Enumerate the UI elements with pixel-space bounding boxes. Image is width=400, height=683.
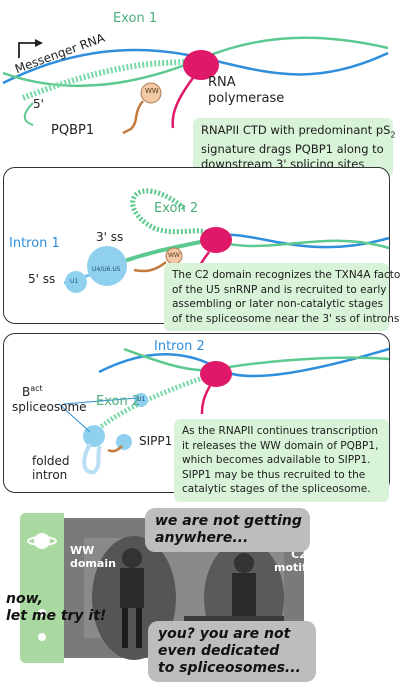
transcription-start-arrow [18,42,35,58]
note3-line2: it releases the WW domain of PQBP1, [182,439,379,452]
u1-snrnp [134,393,148,407]
bubble-bottom-line3: to spliceosomes... [158,660,301,676]
arrow-head [35,39,43,47]
pqbp1-label: PQBP1 [51,123,95,138]
exon2-strand [90,373,210,436]
bubble-left-line1: now, [6,591,43,607]
folded-intron-label-2: intron [32,468,68,482]
panel-c2-recognition: Exon 2 Intron 1 3' ss 5' ss U4/U6.U5 U1 … [3,167,400,331]
bact-prefix: B [22,385,31,399]
bubble-bottom-line1: you? you are not [158,626,291,642]
dna-strand-green [213,238,390,250]
bact-superscript: act [30,384,43,393]
sipp1-label: SIPP1 [139,434,173,448]
note3-line5: catalytic stages of the spliceosome. [182,483,371,495]
ww-tag-line2: domain [70,557,116,570]
exon1-label: Exon 1 [113,11,158,26]
note2-line1: The C2 domain recognizes the TXN4A facto… [172,269,400,281]
note2-line2: of the U5 snRNP and is recruited to earl… [172,283,387,296]
pqbp1-tail [122,100,144,135]
comic-panel: WW domain C2 motif we are not getting an… [6,508,320,682]
u456-label: U4/U6.U5 [92,266,121,273]
ww-domain-tag: WW domain [70,544,116,570]
polymerase-ctd-tail [200,385,212,415]
u1-label: U1 [137,396,146,403]
bact-pointer-1 [58,403,91,433]
speech-bubble-top: we are not getting anywhere... [145,508,310,552]
panel-transcription: Exon 1 Messenger RNA 5' WW PQBP1 RNA pol… [2,3,396,178]
pqbp1-tail [133,261,167,273]
intron1-label: Intron 1 [9,236,60,251]
ww-label: WW [168,252,180,259]
speech-bubble-bottom: you? you are not even dedicated to splic… [148,621,316,682]
u456-snrnp [87,246,127,286]
folded-intron [82,443,102,475]
sipp1-protein [116,434,132,450]
pre-mrna [118,238,210,265]
u1-snrnp [65,271,87,293]
bact-pointer-2 [63,397,138,405]
five-prime-label: 5' [33,97,44,111]
exon2-loop [130,188,217,240]
bact-label: Bact [22,384,43,399]
pqbp1-tail [107,445,123,453]
bubble-left-line2: let me try it! [6,608,107,624]
panel2-note: The C2 domain recognizes the TXN4A facto… [164,263,400,331]
five-prime-ss-label: 5' ss [28,272,56,286]
folded-intron-label-1: folded [32,454,70,468]
bubble-bottom-line2: even dedicated [158,643,280,659]
planet-icon [27,533,57,641]
exon2-label: Exon 2 [154,201,199,216]
note1-line1: RNAPII CTD with predominant pS [201,123,391,137]
ww-domain [140,82,162,104]
note2-line4: of the spliceosome near the 3' ss of int… [172,312,400,325]
bubble-top-line1: we are not getting [155,513,302,529]
rna-polymerase [200,361,232,387]
three-prime-ss-label: 3' ss [96,230,124,244]
panel-sipp1-recruitment: Intron 2 Exon 2 U1 Bact spliceosome SIPP… [3,333,390,502]
exon2-label: Exon 2 [96,394,141,409]
dna-strand-blue [98,347,390,378]
bubble-top-line2: anywhere... [155,530,249,546]
note1-subscript: 2 [390,130,396,140]
intron2-label: Intron 2 [154,339,205,354]
rna-polymerase [183,50,219,80]
panel3-note: As the RNAPII continues transcription it… [174,419,389,502]
polymerase-label-2: polymerase [208,91,285,106]
panel1-diagram [2,36,389,135]
note2-line3: assembling or later non-catalytic stages [172,298,384,310]
ww-label: WW [145,87,159,95]
comic-phone-bar [20,513,64,663]
ww-tag-line1: WW [70,544,95,557]
note3-line4: SIPP1 may be thus recruited to the [182,468,366,481]
u1-label: U1 [70,278,79,285]
note3-line1: As the RNAPII continues transcription [182,425,378,437]
note1-line2: signature drags PQBP1 along to [201,142,384,157]
spliceosome-label: spliceosome [12,400,87,414]
note3-line3: which becomes advailable to SIPP1. [182,454,371,466]
mrna-tail [23,102,34,126]
speech-bubble-left: now, let me try it! [6,591,114,625]
polymerase-label-1: RNA [208,75,236,90]
panel3-diagram [58,347,390,475]
c2-tag-line2: motif [274,561,307,574]
polymerase-ctd-tail [171,77,195,129]
rna-polymerase [200,227,232,253]
